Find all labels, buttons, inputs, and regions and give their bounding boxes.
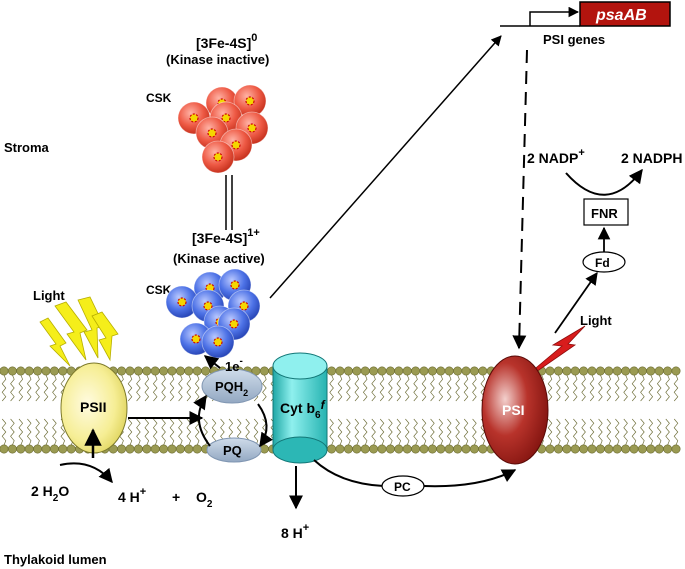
nadph-label: 2 NADPH	[621, 150, 682, 166]
pqh2-molecule	[201, 368, 263, 404]
pq-to-pqh2-arrow	[193, 394, 211, 447]
pc-label: PC	[394, 480, 411, 494]
psi-to-fd-arrow	[554, 271, 598, 334]
promoter-arrow	[500, 6, 580, 27]
electron-label: 1e-	[225, 356, 243, 374]
psii-label: PSII	[80, 399, 106, 415]
psi-genes-label: PSI genes	[543, 32, 605, 47]
gene-expression-dashed-arrow	[512, 49, 528, 350]
plus-sign: +	[172, 489, 180, 505]
light-bolts-psii	[39, 296, 119, 367]
fnr-label: FNR	[591, 206, 618, 221]
thylakoid-lumen-label: Thylakoid lumen	[4, 552, 107, 567]
csk-to-genes-arrow	[269, 35, 502, 299]
light-psii-label: Light	[33, 288, 65, 303]
light-bolt-psi	[529, 325, 586, 373]
pqh2-label: PQH2	[215, 379, 248, 398]
proton-4-label: 4 H+	[118, 486, 146, 505]
psi-complex	[481, 355, 549, 465]
water-splitting-arrow	[59, 462, 113, 484]
psi-label: PSI	[502, 402, 525, 418]
stroma-label: Stroma	[4, 140, 50, 155]
light-psi-label: Light	[580, 313, 612, 328]
pqh2-to-pq-arrow	[257, 403, 273, 448]
pq-label: PQ	[223, 443, 242, 458]
cyt-b6f-label: Cyt b6f	[280, 398, 326, 421]
kinase-active-label: (Kinase active)	[173, 251, 265, 266]
nadp-label: 2 NADP+	[527, 147, 585, 166]
fnr-box	[583, 198, 629, 226]
proton-8-label: 8 H+	[281, 522, 309, 541]
oxygen-label: O2	[196, 489, 213, 510]
csk-inactive-label: CSK	[146, 91, 172, 105]
pq-molecule	[206, 437, 262, 463]
cyt-b6f-complex	[272, 352, 328, 464]
pc-to-psi-arrow	[423, 469, 517, 488]
csk-active-cluster	[165, 268, 261, 359]
fe-s-inactive-label: [3Fe-4S]0	[196, 32, 257, 51]
electron-arrow	[203, 355, 221, 370]
nadp-reduction-arrow	[565, 168, 643, 196]
fd-label: Fd	[595, 256, 610, 270]
psaab-label: psaAB	[595, 7, 647, 24]
water-label: 2 H2O	[31, 483, 69, 504]
csk-active-label: CSK	[146, 283, 172, 297]
csk-inactive-cluster	[177, 84, 269, 174]
cyt-to-pc-line	[313, 459, 385, 487]
fe-s-active-label: [3Fe-4S]1+	[192, 227, 260, 246]
psaab-gene-box: psaAB	[579, 1, 671, 27]
kinase-inactive-label: (Kinase inactive)	[166, 52, 269, 67]
